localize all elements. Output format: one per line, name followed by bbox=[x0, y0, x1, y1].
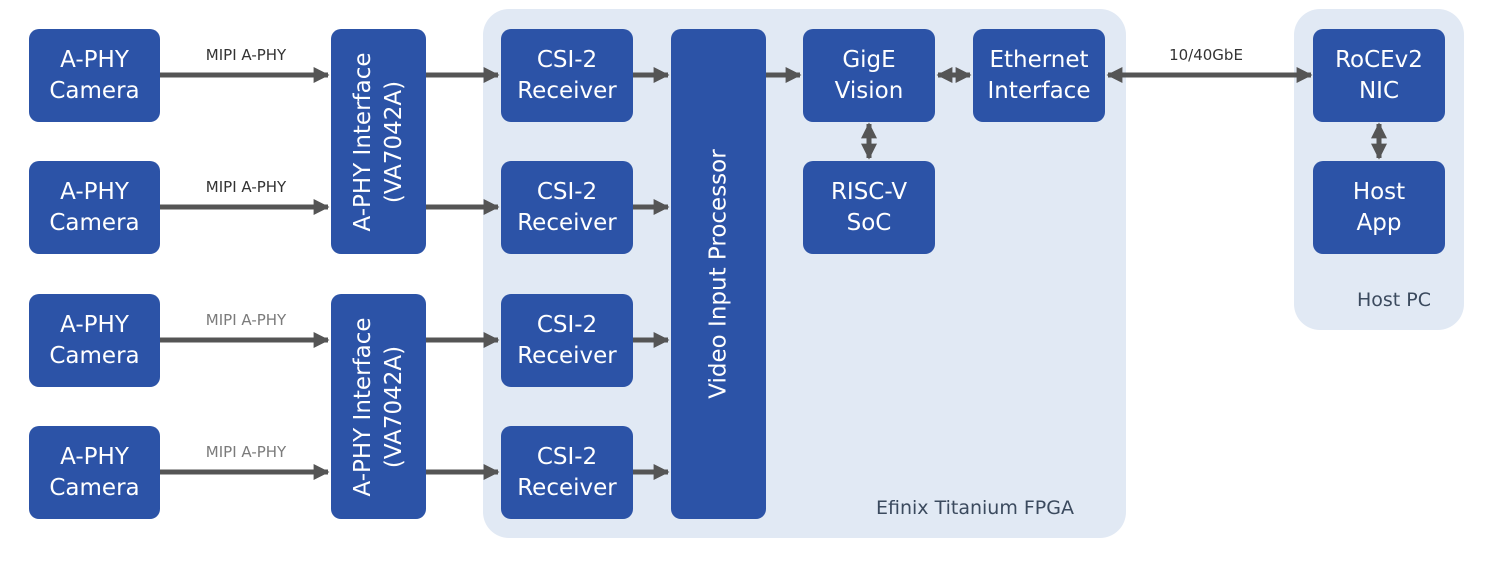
ethernet-interface-block: Ethernet Interface bbox=[973, 29, 1105, 122]
camera-block-2: A-PHY Camera bbox=[29, 161, 160, 254]
camera-label-line1: A-PHY bbox=[60, 443, 129, 470]
ethernet-speed-label: 10/40GbE bbox=[1169, 46, 1243, 64]
csi-receiver-block-2: CSI-2 Receiver bbox=[501, 161, 633, 254]
camera-block-3: A-PHY Camera bbox=[29, 294, 160, 387]
csi-receiver-block-4: CSI-2 Receiver bbox=[501, 426, 633, 519]
aphy-interface-block-1: A-PHY Interface (VA7042A) bbox=[331, 29, 426, 254]
mipi-label-2: MIPI A-PHY bbox=[205, 178, 287, 196]
camera-label-line1: A-PHY bbox=[60, 311, 129, 338]
csi-receiver-block-3: CSI-2 Receiver bbox=[501, 294, 633, 387]
camera-label-line2: Camera bbox=[49, 342, 140, 369]
mipi-label-1: MIPI A-PHY bbox=[205, 46, 287, 64]
host-app-block: Host App bbox=[1313, 161, 1445, 254]
rocev2-nic-block: RoCEv2 NIC bbox=[1313, 29, 1445, 122]
aphy-interface-block-2: A-PHY Interface (VA7042A) bbox=[331, 294, 426, 519]
camera-label-line2: Camera bbox=[49, 474, 140, 501]
aphy-interface-label: A-PHY Interface (VA7042A) bbox=[349, 51, 407, 232]
camera-label-line2: Camera bbox=[49, 77, 140, 104]
gige-vision-block: GigE Vision bbox=[803, 29, 935, 122]
csi-receiver-block-1: CSI-2 Receiver bbox=[501, 29, 633, 122]
fpga-region-label: Efinix Titanium FPGA bbox=[876, 497, 1074, 519]
camera-label-line1: A-PHY bbox=[60, 46, 129, 73]
camera-block-1: A-PHY Camera bbox=[29, 29, 160, 122]
video-input-processor-block: Video Input Processor bbox=[671, 29, 766, 519]
mipi-label-3: MIPI A-PHY bbox=[205, 311, 287, 329]
camera-label-line2: Camera bbox=[49, 209, 140, 236]
mipi-label-4: MIPI A-PHY bbox=[205, 443, 287, 461]
aphy-interface-label: A-PHY Interface (VA7042A) bbox=[349, 316, 407, 497]
camera-block-4: A-PHY Camera bbox=[29, 426, 160, 519]
video-input-processor-label: Video Input Processor bbox=[705, 149, 731, 399]
camera-label-line1: A-PHY bbox=[60, 178, 129, 205]
host-pc-region-label: Host PC bbox=[1357, 289, 1432, 311]
risc-v-soc-block: RISC-V SoC bbox=[803, 161, 935, 254]
